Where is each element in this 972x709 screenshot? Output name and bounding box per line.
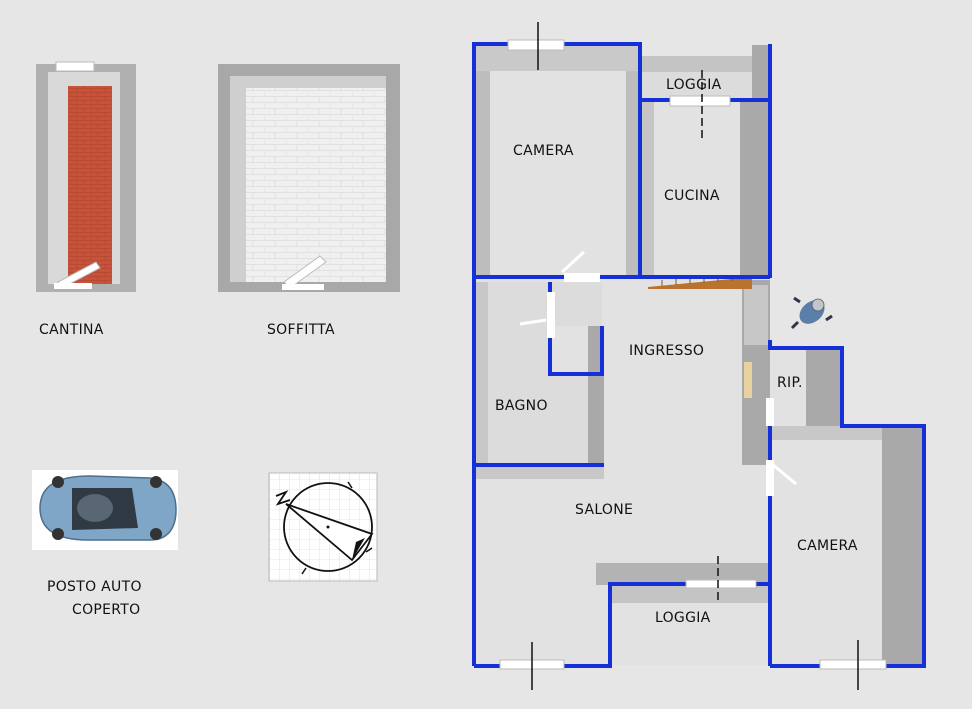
car-icon — [32, 470, 178, 550]
label-salone: SALONE — [575, 502, 633, 518]
label-cucina: CUCINA — [664, 188, 720, 204]
label-rip: RIP. — [777, 375, 803, 391]
label-cantina: CANTINA — [39, 322, 104, 338]
compass-icon — [268, 472, 378, 582]
label-posto-auto-line1: POSTO AUTO — [47, 579, 142, 595]
label-camera-top: CAMERA — [513, 143, 574, 159]
label-bagno: BAGNO — [495, 398, 548, 414]
apartment — [472, 22, 926, 690]
cantina-room — [36, 61, 136, 292]
person-icon — [790, 296, 833, 330]
label-camera-right: CAMERA — [797, 538, 858, 554]
label-loggia-top: LOGGIA — [666, 77, 722, 93]
label-ingresso: INGRESSO — [629, 343, 704, 359]
label-loggia-bottom: LOGGIA — [655, 610, 711, 626]
label-soffitta: SOFFITTA — [267, 322, 335, 338]
soffitta-room — [218, 64, 400, 292]
label-posto-auto-line2: COPERTO — [72, 602, 140, 618]
